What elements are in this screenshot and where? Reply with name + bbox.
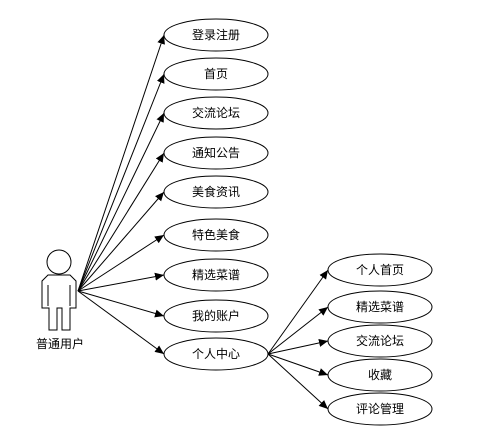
use-case-label: 登录注册: [192, 27, 240, 42]
use-case-ellipse: [163, 18, 269, 52]
edge-to-my-account: [77, 290, 165, 318]
edge-to-food-news: [77, 191, 165, 292]
edge-to-sub-forum: [267, 338, 329, 355]
use-case-label: 收藏: [368, 368, 392, 382]
use-case-label: 个人首页: [356, 263, 404, 277]
sub-use-case-group: 个人首页 精选菜谱 交流论坛 收藏 评论管理: [327, 253, 433, 426]
edge-to-special-food: [77, 234, 165, 292]
actor-head: [46, 249, 72, 275]
use-case-my-account[interactable]: 我的账户: [163, 299, 269, 333]
use-case-label: 精选菜谱: [356, 300, 404, 314]
edge-to-sub-recipes: [267, 306, 329, 355]
use-case-label: 精选菜谱: [192, 268, 240, 282]
use-case-label: 个人中心: [192, 346, 240, 361]
edge-to-personal-home: [267, 269, 329, 355]
use-case-ellipse: [327, 253, 433, 287]
edge-to-personal-center: [77, 290, 165, 355]
use-case-label: 特色美食: [192, 227, 240, 242]
use-case-label: 首页: [204, 67, 228, 81]
actor-label: 普通用户: [36, 336, 84, 351]
use-case-ellipse: [327, 324, 433, 358]
edge-to-notice: [77, 152, 165, 292]
use-case-ellipse: [163, 218, 269, 252]
use-case-special-food[interactable]: 特色美食: [163, 218, 269, 252]
use-case-ellipse: [163, 258, 269, 292]
use-case-label: 交流论坛: [356, 333, 404, 348]
actor-body: [41, 274, 77, 331]
use-case-food-news[interactable]: 美食资讯: [163, 175, 269, 209]
use-case-ellipse: [327, 358, 433, 392]
actor-figure: 普通用户: [36, 249, 84, 351]
use-case-label: 美食资讯: [192, 184, 240, 199]
use-case-ellipse: [163, 96, 269, 130]
use-case-group: 登录注册 首页 交流论坛 通知公告 美食资讯 特色美食 精选菜谱 我的账户: [163, 18, 269, 371]
edge-to-favorites: [267, 353, 329, 376]
use-case-sub-forum[interactable]: 交流论坛: [327, 324, 433, 358]
use-case-ellipse: [327, 392, 433, 426]
use-case-ellipse: [163, 57, 269, 91]
use-case-login[interactable]: 登录注册: [163, 18, 269, 52]
edge-to-home: [77, 73, 165, 292]
association-edges: [77, 34, 329, 410]
use-case-sub-recipes[interactable]: 精选菜谱: [327, 290, 433, 324]
use-case-label: 我的账户: [192, 308, 240, 323]
edge-to-forum: [77, 112, 165, 292]
use-case-personal-home[interactable]: 个人首页: [327, 253, 433, 287]
use-case-ellipse: [163, 299, 269, 333]
use-case-ellipse: [163, 175, 269, 209]
use-case-notice[interactable]: 通知公告: [163, 136, 269, 170]
use-case-label: 交流论坛: [192, 105, 240, 120]
use-case-forum[interactable]: 交流论坛: [163, 96, 269, 130]
use-case-ellipse: [163, 136, 269, 170]
edge-to-comment-manage: [267, 353, 329, 410]
use-case-ellipse: [327, 290, 433, 324]
edge-to-recipes: [77, 272, 165, 292]
use-case-label: 评论管理: [356, 401, 404, 416]
use-case-ellipse: [163, 337, 269, 371]
edge-to-login: [77, 34, 165, 292]
use-case-comment-manage[interactable]: 评论管理: [327, 392, 433, 426]
use-case-home[interactable]: 首页: [163, 57, 269, 91]
use-case-favorites[interactable]: 收藏: [327, 358, 433, 392]
use-case-label: 通知公告: [192, 146, 240, 160]
use-case-personal-center[interactable]: 个人中心: [163, 337, 269, 371]
use-case-recipes[interactable]: 精选菜谱: [163, 258, 269, 292]
